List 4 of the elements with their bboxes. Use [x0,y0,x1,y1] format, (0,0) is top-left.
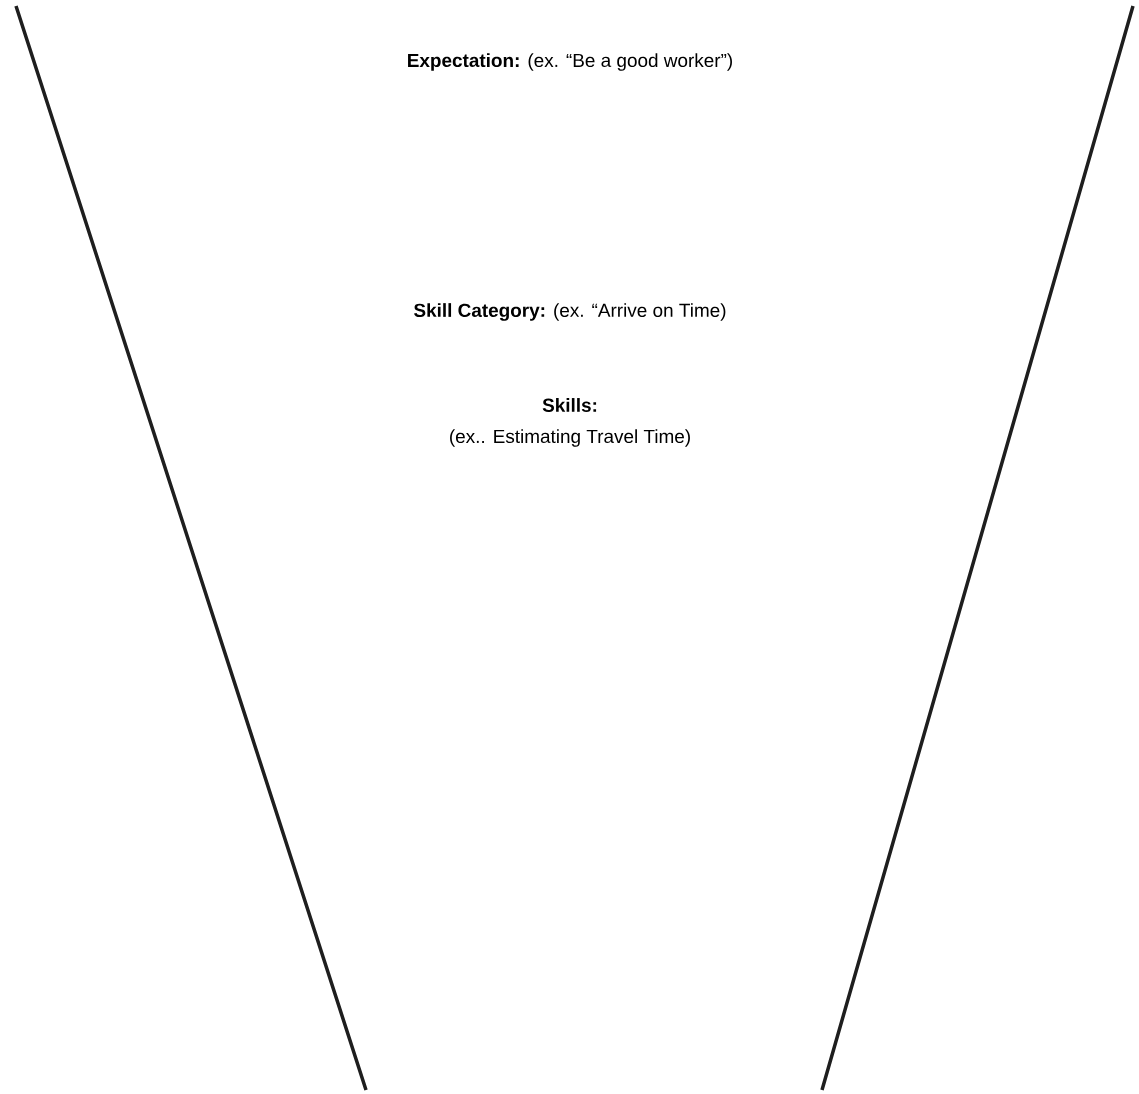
label-text: (ex.. Estimating Travel Time) [450,429,690,447]
label-text: Skills: [542,398,597,412]
label-text: Expectation: (ex. “Be a good worker”) [408,53,732,71]
label-text: Skill Category: (ex. “Arrive on Time) [414,303,726,321]
